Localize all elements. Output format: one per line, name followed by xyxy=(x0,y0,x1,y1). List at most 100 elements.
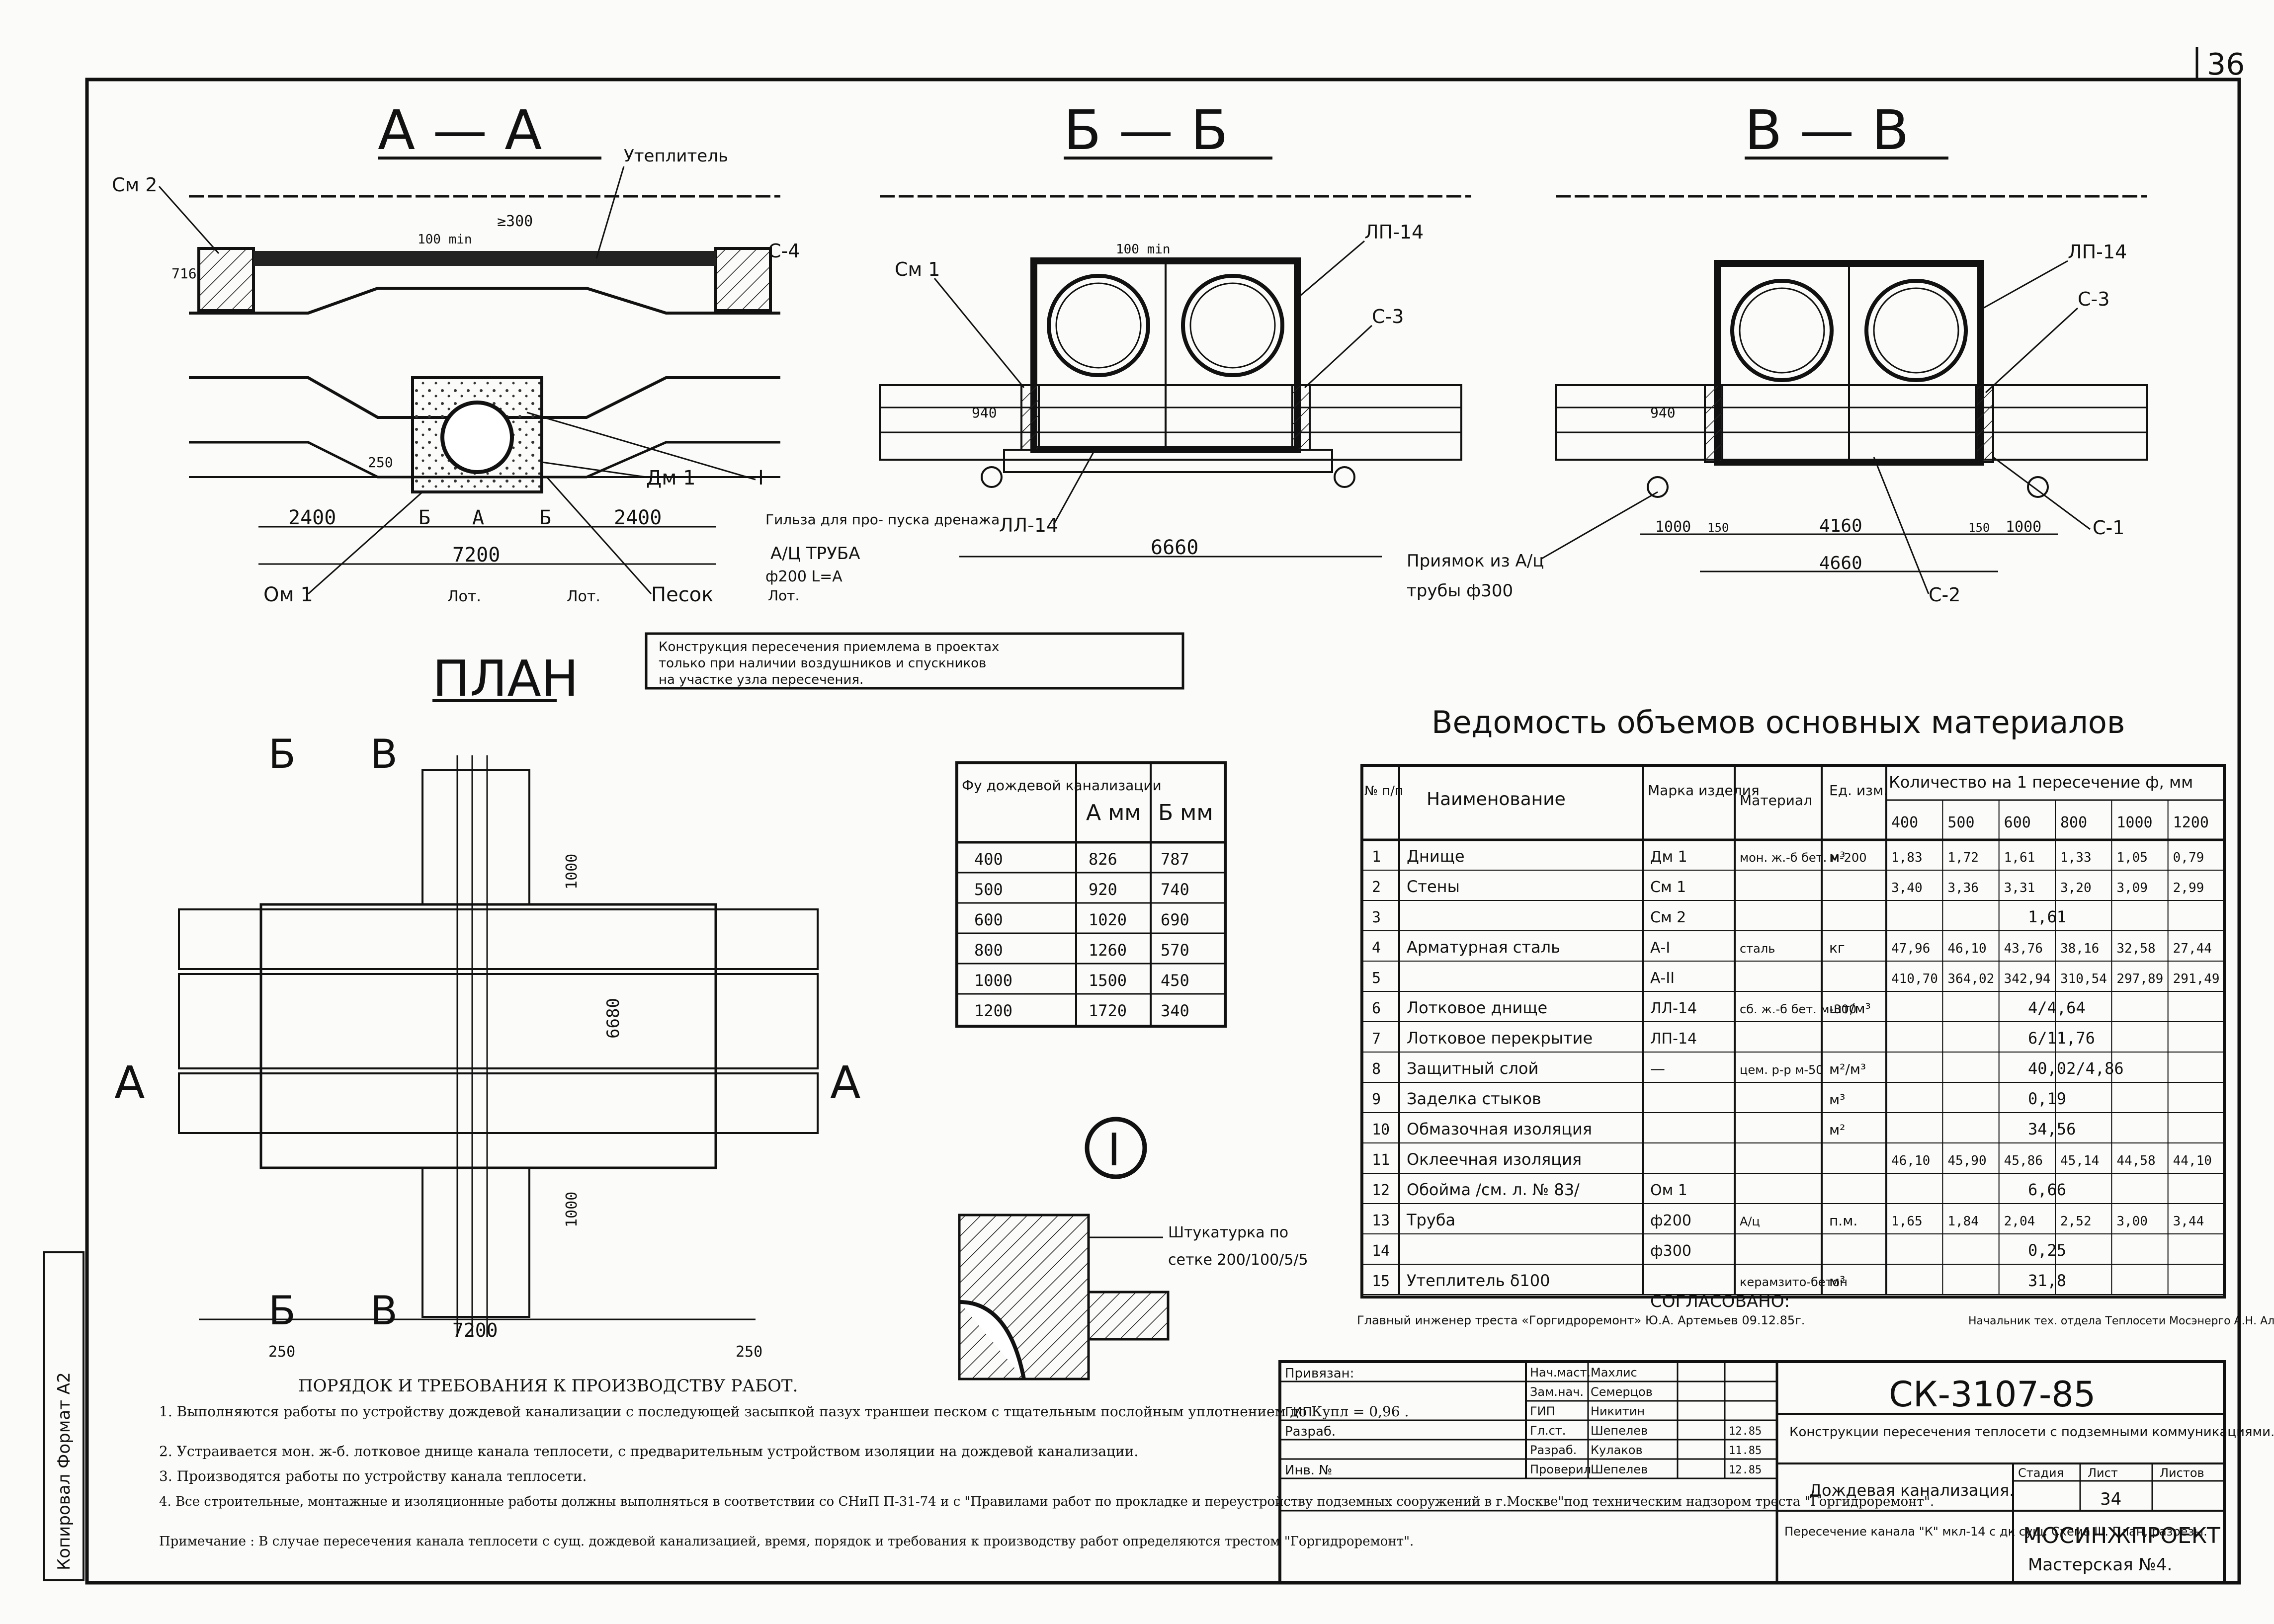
mat-row-unit: кг xyxy=(1829,940,1845,956)
section-vv: В — В 1000 150 4160 150 1000 4660 940 ЛП… xyxy=(1407,98,2148,606)
plan-dim-7200: 7200 xyxy=(452,1319,498,1341)
dims-cell: 1020 xyxy=(1089,910,1127,929)
plan-cut-a-right: А xyxy=(830,1057,861,1109)
note-box-line3: на участке узла пересечения. xyxy=(659,672,863,687)
vv-dim-1000-right: 1000 xyxy=(2006,518,2041,536)
section-vv-title: В — В xyxy=(1745,98,1909,162)
dims-cell: 500 xyxy=(974,880,1003,899)
tb-razrab: Разраб. xyxy=(1285,1424,1336,1439)
dims-cell: 1260 xyxy=(1089,941,1127,960)
tb-person: Шепелев xyxy=(1591,1462,1648,1476)
side-strip-text: Копировал Формат А2 xyxy=(54,1372,74,1570)
mat-row-n: 9 xyxy=(1372,1091,1381,1108)
mat-header-qty: Количество на 1 пересечение ф, мм xyxy=(1889,773,2193,792)
approvals: СОГЛАСОВАНО: Главный инженер треста «Гор… xyxy=(1357,1292,2274,1327)
mat-row-value: 3,44 xyxy=(2173,1214,2204,1229)
mat-row-merged: 4/4,64 xyxy=(2028,998,2086,1017)
dims-cell: 787 xyxy=(1161,850,1189,869)
mat-row-material: цем. р-р м-50 xyxy=(1740,1063,1824,1077)
mat-row-name: Лотковое днище xyxy=(1407,998,1547,1017)
dims-cell: 740 xyxy=(1161,880,1189,899)
work-order-title: ПОРЯДОК И ТРЕБОВАНИЯ К ПРОИЗВОДСТВУ РАБО… xyxy=(298,1376,798,1396)
tb-sheets-header: Листов xyxy=(2160,1466,2204,1480)
dims-cell: 1000 xyxy=(974,971,1012,990)
section-aa-title: А — А xyxy=(378,98,542,162)
tb-code: СК-3107-85 xyxy=(1889,1374,2096,1415)
mat-row-name: Защитный слой xyxy=(1407,1059,1538,1078)
mat-row-n: 11 xyxy=(1372,1151,1390,1169)
tb-role: Нач.маст. xyxy=(1530,1366,1591,1380)
mat-row-n: 12 xyxy=(1372,1182,1390,1199)
title-block: Привязан: ГИП. Разраб. Инв. № Нач.маст.М… xyxy=(1278,1360,2274,1584)
dims-cell: 450 xyxy=(1161,971,1189,990)
section-bb: Б — Б 6660 100 min 940 См 1 ЛП-14 С-3 ЛЛ… xyxy=(879,98,1471,559)
mat-row-n: 1 xyxy=(1372,848,1381,866)
mat-row-value: 410,70 xyxy=(1891,972,1938,986)
mat-row-unit: м³ xyxy=(1829,849,1845,865)
mat-row-value: 1,83 xyxy=(1891,850,1923,865)
dims-cell: 920 xyxy=(1089,880,1117,899)
mat-row-value: 1,33 xyxy=(2060,850,2092,865)
mat-row-material: А/ц xyxy=(1740,1215,1760,1228)
mat-row-merged: 0,25 xyxy=(2028,1241,2066,1260)
mat-row-mark: — xyxy=(1650,1060,1665,1078)
mat-row-value: 47,96 xyxy=(1891,941,1930,956)
soglasovano: СОГЛАСОВАНО: xyxy=(1650,1292,1790,1311)
mat-row-name: Труба xyxy=(1406,1211,1455,1229)
aa-dim-100: 100 min xyxy=(418,232,472,247)
mat-row-mark: Ом 1 xyxy=(1650,1182,1687,1199)
tb-gip: ГИП. xyxy=(1285,1405,1316,1420)
plan-dim-1000-top: 1000 xyxy=(563,854,581,890)
vv-dim-150-left: 150 xyxy=(1707,521,1729,535)
work-order-line-1: 1. Выполняются работы по устройству дожд… xyxy=(159,1403,1409,1420)
dims-cell: 826 xyxy=(1089,850,1117,869)
plan-cut-v-top: В xyxy=(370,731,398,777)
mat-row-material: сталь xyxy=(1740,942,1775,956)
mat-row-value: 291,49 xyxy=(2173,972,2220,986)
dims-cell: 600 xyxy=(974,910,1003,929)
plaster-note-1: Штукатурка по xyxy=(1168,1224,1288,1241)
plan-cut-b-top: Б xyxy=(268,731,296,777)
tb-privyazan: Привязан: xyxy=(1285,1366,1354,1381)
dims-cell: 1200 xyxy=(974,1001,1012,1020)
mat-row-n: 8 xyxy=(1372,1060,1381,1078)
vv-dim-1000-left: 1000 xyxy=(1655,518,1691,536)
tb-date: 11.85 xyxy=(1729,1445,1762,1457)
aa-dim-2400-right: 2400 xyxy=(614,506,662,529)
aa-pipe-note: А/Ц ТРУБА xyxy=(770,544,860,564)
mat-row-mark: А-II xyxy=(1650,970,1675,987)
mat-row-n: 10 xyxy=(1372,1121,1390,1138)
mat-row-name: Обмазочная изоляция xyxy=(1407,1120,1592,1138)
mat-row-value: 3,00 xyxy=(2116,1214,2148,1229)
aa-label-insulation: Утеплитель xyxy=(624,146,728,166)
work-order: ПОРЯДОК И ТРЕБОВАНИЯ К ПРОИЗВОДСТВУ РАБО… xyxy=(159,1376,1934,1549)
aa-dim-300: ≥300 xyxy=(497,213,533,230)
mat-row-material: сб. ж.-б бет. м-300 xyxy=(1740,1002,1856,1016)
vv-dim-4660: 4660 xyxy=(1819,553,1862,573)
section-bb-title: Б — Б xyxy=(1064,98,1228,162)
tb-person: Семерцов xyxy=(1591,1385,1653,1399)
tb-person: Махлис xyxy=(1591,1366,1637,1380)
bb-dim-100: 100 min xyxy=(1116,242,1171,257)
mat-row-unit: м²/м³ xyxy=(1829,1061,1866,1077)
mat-row-name: Лотковое перекрытие xyxy=(1407,1029,1593,1048)
tb-date: 12.85 xyxy=(1729,1464,1762,1476)
mat-row-value: 297,89 xyxy=(2116,972,2163,986)
tb-person: Кулаков xyxy=(1591,1443,1643,1457)
mat-row-n: 3 xyxy=(1372,909,1381,926)
vv-label-c1: С-1 xyxy=(2093,517,2124,539)
mat-row-value: 3,40 xyxy=(1891,881,1923,895)
mat-row-material: мон. ж.-б бет. м-200 xyxy=(1740,851,1866,865)
mat-row-value: 44,58 xyxy=(2116,1153,2155,1168)
mat-row-value: 3,31 xyxy=(2004,881,2035,895)
mat-row-name: Заделка стыков xyxy=(1407,1089,1541,1108)
mat-row-mark: Дм 1 xyxy=(1650,848,1687,866)
tb-drawing: Пересечение канала "К" мкл-14 с дк сущ. … xyxy=(1784,1525,2207,1539)
dims-cell: 800 xyxy=(974,941,1003,960)
aa-label-c4: С-4 xyxy=(768,240,800,262)
aa-label-i: I xyxy=(758,467,764,489)
mat-row-name: Оклеечная изоляция xyxy=(1407,1150,1582,1169)
mat-row-name: Арматурная сталь xyxy=(1407,938,1560,957)
